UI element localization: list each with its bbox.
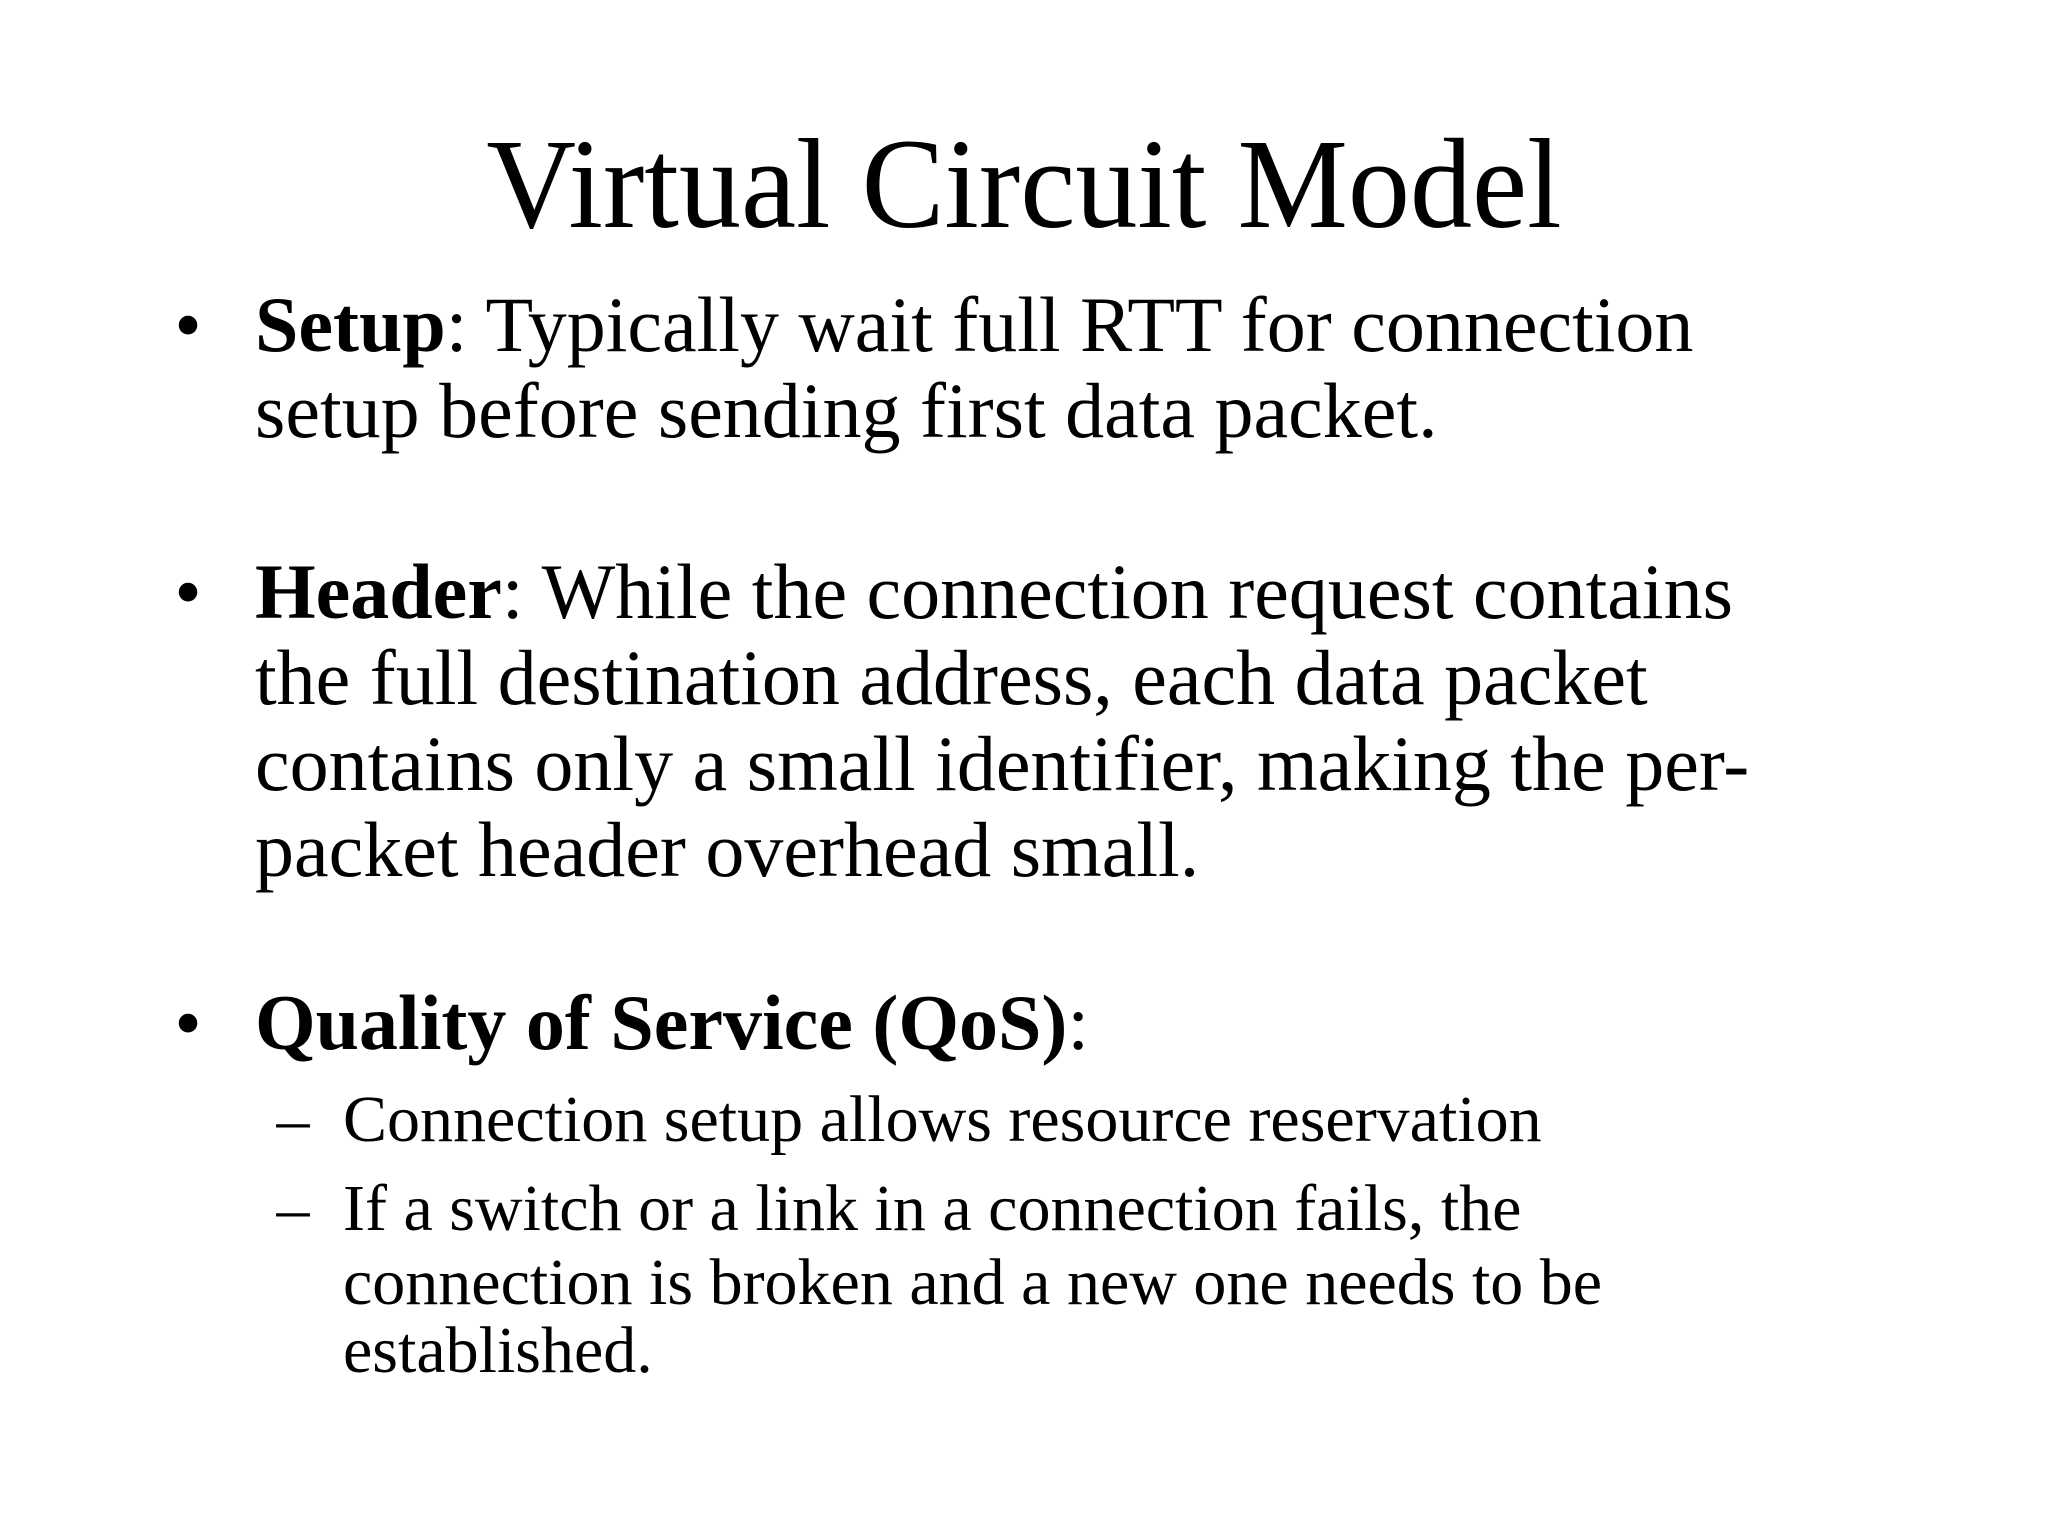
bullet-header-line-3: contains only a small identifier, making…	[255, 720, 1750, 807]
slide-title: Virtual Circuit Model	[486, 113, 1562, 255]
bullet-icon: •	[174, 548, 202, 635]
bullet-header-line-2: the full destination address, each data …	[255, 634, 1648, 721]
bullet-header-line-1: Header: While the connection request con…	[255, 553, 1733, 631]
dash-icon: –	[276, 1172, 310, 1245]
dash-icon: –	[276, 1083, 310, 1156]
sub-item-line-3: established.	[343, 1314, 653, 1387]
term-separator: :	[1067, 979, 1090, 1066]
bullet-term: Header	[255, 548, 502, 635]
term-separator: :	[501, 548, 524, 635]
bullet-icon: •	[174, 281, 202, 368]
bullet-setup-line-2: setup before sending first data packet.	[255, 367, 1438, 454]
bullet-term: Quality of Service (QoS)	[255, 979, 1068, 1066]
bullet-term: Setup	[255, 281, 446, 368]
term-separator: :	[445, 281, 468, 368]
bullet-text: While the connection request contains	[523, 548, 1733, 635]
bullet-text: Typically wait full RTT for connection	[467, 281, 1694, 368]
bullet-setup-line-1: Setup: Typically wait full RTT for conne…	[255, 286, 1693, 364]
sub-item-line-1: Connection setup allows resource reserva…	[343, 1083, 1542, 1156]
bullet-icon: •	[174, 979, 202, 1066]
bullet-header-line-4: packet header overhead small.	[255, 806, 1200, 893]
sub-item-line-2: connection is broken and a new one needs…	[343, 1246, 1603, 1319]
bullet-qos-line-1: Quality of Service (QoS):	[255, 984, 1089, 1062]
sub-item-line-1: If a switch or a link in a connection fa…	[343, 1172, 1522, 1245]
